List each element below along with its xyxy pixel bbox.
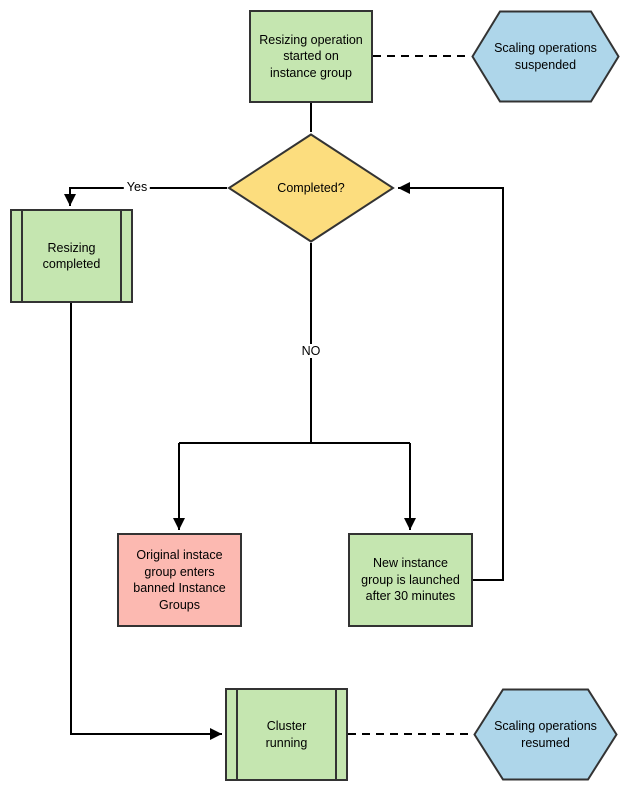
node-cluster-running: Cluster running	[225, 688, 348, 781]
node-label: Resizing completed	[42, 240, 101, 272]
node-scaling-resumed: Scaling operations resumed	[473, 688, 618, 781]
node-label: New instance group is launched after 30 …	[361, 556, 460, 604]
node-completed-decision: Completed?	[227, 133, 395, 243]
edge-label-no: NO	[298, 344, 324, 358]
hexagon-shape-icon	[473, 688, 618, 781]
edge-new-group-back-to-decision	[398, 182, 504, 581]
node-scaling-suspended: Scaling operations suspended	[471, 10, 620, 103]
diamond-shape-icon	[227, 133, 395, 243]
hexagon-shape-icon	[471, 10, 620, 103]
edge-label-yes: Yes	[123, 180, 151, 194]
node-label: Original instace group enters banned Ins…	[133, 548, 226, 612]
node-resize-started: Resizing operation started on instance g…	[249, 10, 373, 103]
edge-yes-to-resizing-completed	[64, 187, 227, 206]
node-label: Cluster running	[265, 719, 308, 750]
node-label: Scaling operations suspended	[494, 41, 597, 72]
node-label: Resizing operation started on instance g…	[259, 32, 363, 80]
node-label: Completed?	[277, 180, 345, 195]
node-new-group: New instance group is launched after 30 …	[348, 533, 473, 627]
edge-resizing-completed-to-cluster	[70, 303, 222, 740]
node-label: Scaling operations resumed	[494, 719, 597, 750]
node-banned-group: Original instace group enters banned Ins…	[117, 533, 242, 627]
node-resizing-completed: Resizing completed	[10, 209, 133, 303]
